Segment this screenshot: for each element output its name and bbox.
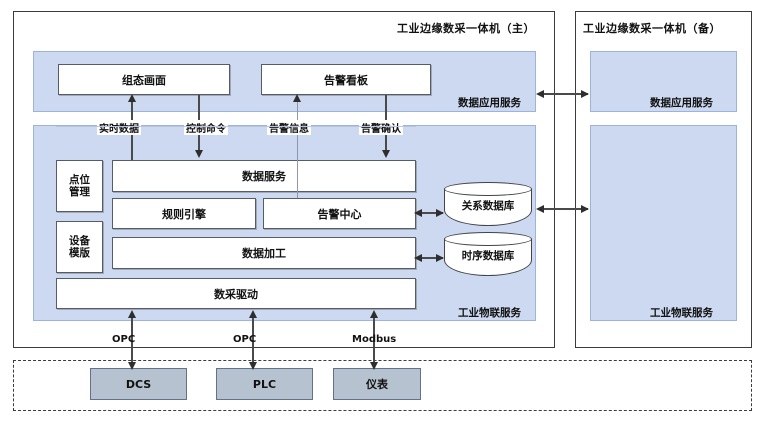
point-management-label-line1: 点位 — [69, 173, 90, 186]
opc-plc-arrow-down — [248, 362, 257, 370]
flow-label-rail — [56, 126, 416, 128]
backup-data-application-service-caption: 数据应用服务 — [650, 97, 713, 109]
modbus-instrument-arrow-down — [369, 362, 378, 370]
alarm-center-to-relational-db-arrow-left — [414, 208, 422, 217]
device-template-box[interactable]: 设备 模版 — [56, 221, 103, 273]
opc-dcs-line — [131, 316, 133, 366]
relational-database-cylinder[interactable]: 关系数据库 — [444, 182, 532, 226]
backup-data-application-service-panel — [590, 51, 737, 112]
alarm-info-label: 告警信息 — [267, 120, 311, 135]
point-management-label-line2: 管理 — [69, 186, 90, 198]
modbus-instrument-label: Modbus — [352, 334, 397, 345]
timeseries-database-label: 时序数据库 — [461, 250, 515, 262]
alarm-center-to-relational-db-line — [421, 212, 443, 214]
alarm-info-line — [297, 100, 299, 198]
main-machine-title: 工业边缘数采一体机（主） — [397, 22, 535, 35]
acquisition-driver-box[interactable]: 数采驱动 — [56, 278, 416, 309]
opc-plc-line — [252, 316, 254, 366]
device-template-label-line2: 模版 — [69, 247, 90, 259]
data-application-service-caption: 数据应用服务 — [458, 97, 521, 109]
data-processing-box[interactable]: 数据加工 — [112, 237, 416, 269]
point-management-box[interactable]: 点位 管理 — [56, 160, 103, 212]
data-processing-to-timeseries-db-line — [421, 257, 443, 259]
alarm-dashboard-box[interactable]: 告警看板 — [261, 64, 431, 95]
timeseries-database-cylinder[interactable]: 时序数据库 — [444, 232, 532, 276]
dcs-device-box[interactable]: DCS — [90, 368, 187, 400]
data-processing-to-timeseries-db-arrow-left — [414, 253, 422, 262]
data-processing-to-timeseries-db-arrow-right — [436, 253, 444, 262]
app-layer-sync-arrow-right — [581, 89, 589, 98]
data-service-box[interactable]: 数据服务 — [112, 160, 416, 192]
backup-machine-title: 工业边缘数采一体机（备） — [583, 22, 721, 35]
hmi-screen-box[interactable]: 组态画面 — [58, 64, 230, 95]
backup-industrial-iot-service-caption: 工业物联服务 — [650, 307, 713, 319]
rule-engine-box[interactable]: 规则引擎 — [112, 198, 256, 229]
control-command-label: 控制命令 — [184, 120, 228, 135]
device-template-label-line1: 设备 — [69, 234, 90, 247]
realtime-data-label: 实时数据 — [97, 120, 141, 135]
opc-plc-arrow-up — [248, 310, 257, 318]
field-device-zone — [13, 360, 752, 411]
opc-dcs-label: OPC — [112, 334, 136, 345]
alarm-center-box[interactable]: 告警中心 — [263, 198, 416, 229]
iot-layer-sync-line — [543, 208, 588, 210]
opc-plc-label: OPC — [233, 334, 257, 345]
alarm-center-to-relational-db-arrow-right — [436, 208, 444, 217]
alarm-info-arrow — [293, 94, 301, 102]
modbus-instrument-arrow-up — [369, 310, 378, 318]
instrument-device-box[interactable]: 仪表 — [333, 368, 421, 400]
modbus-instrument-line — [373, 316, 375, 366]
app-layer-sync-arrow-left — [536, 89, 544, 98]
iot-layer-sync-arrow-right — [581, 204, 589, 213]
alarm-ack-label: 告警确认 — [359, 120, 403, 135]
relational-database-body — [444, 189, 532, 226]
plc-device-box[interactable]: PLC — [216, 368, 313, 400]
app-layer-sync-line — [543, 93, 588, 95]
backup-industrial-iot-service-panel — [590, 125, 737, 321]
relational-database-label: 关系数据库 — [461, 200, 515, 212]
control-command-arrow — [194, 150, 203, 158]
iot-layer-sync-arrow-left — [536, 204, 544, 213]
opc-dcs-arrow-down — [127, 362, 136, 370]
industrial-iot-service-caption: 工业物联服务 — [458, 307, 521, 319]
timeseries-database-top — [444, 232, 532, 246]
realtime-data-arrow — [127, 94, 136, 102]
opc-dcs-arrow-up — [127, 310, 136, 318]
alarm-ack-arrow — [381, 150, 390, 158]
relational-database-top — [444, 182, 532, 196]
